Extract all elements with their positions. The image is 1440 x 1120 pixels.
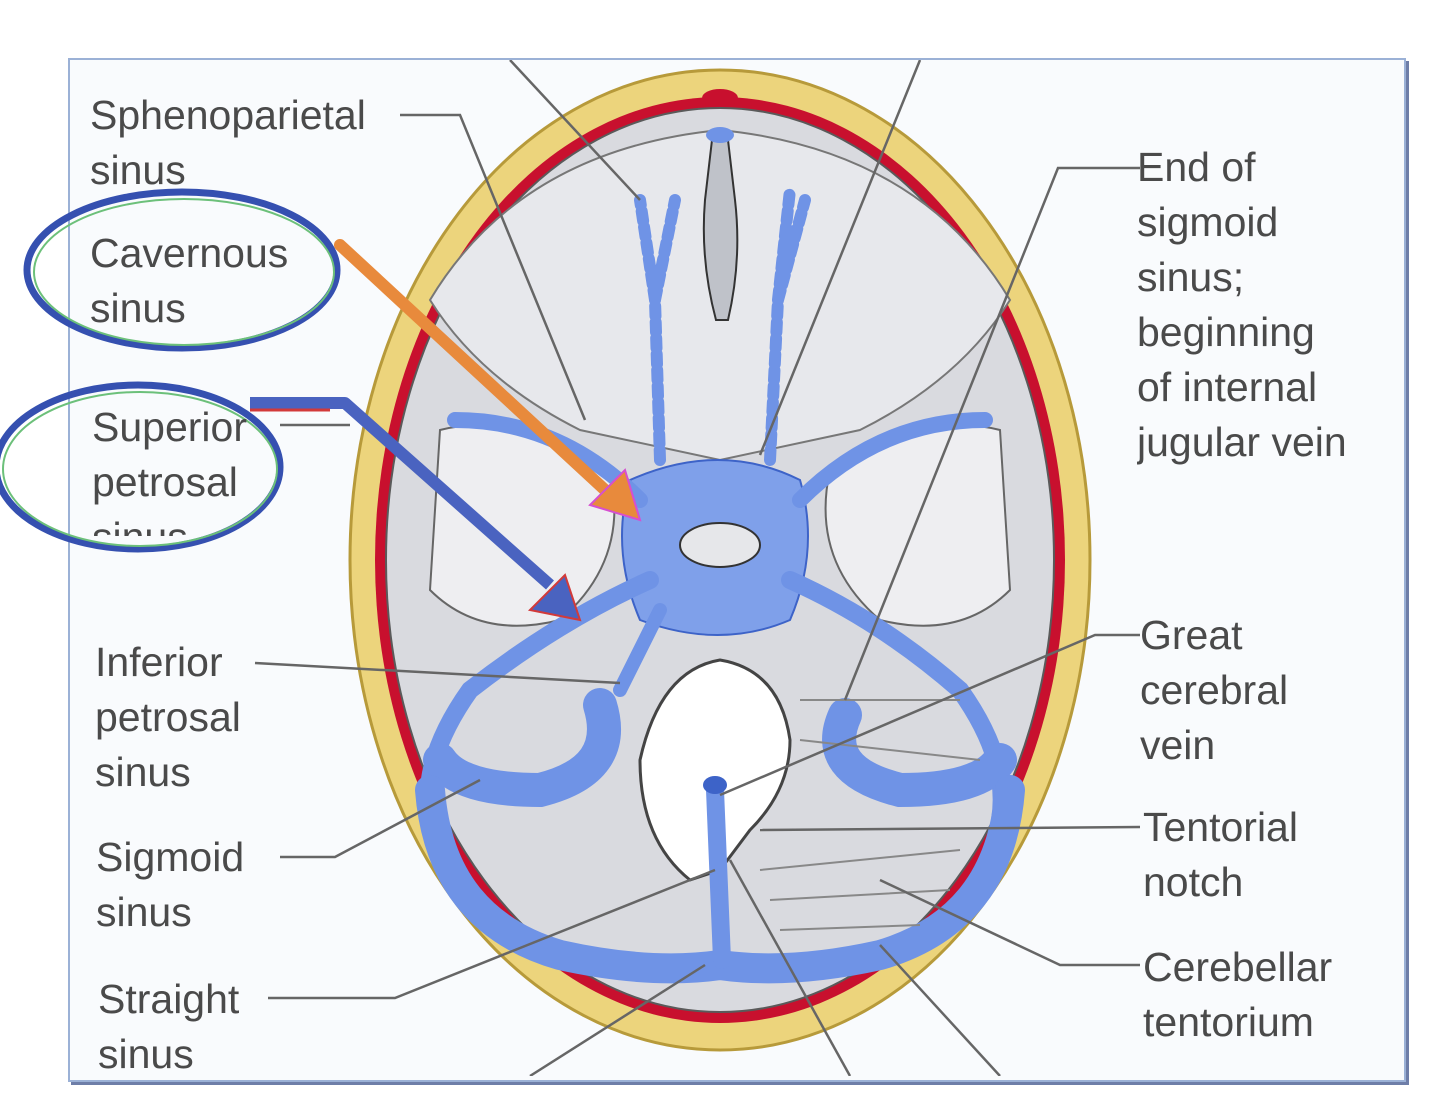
falx-cerebri: [702, 139, 739, 321]
label-straight-sinus: Straight sinus: [98, 976, 240, 1074]
sphenoparietal-sinus-right: [792, 412, 993, 508]
label-cavernous-sinus: Cavernous sinus: [90, 230, 289, 331]
superior-sagittal-sinus-blue: [706, 127, 734, 143]
highlight-circle-cavernous: [23, 188, 341, 352]
highlight-circle-superior-petrosal: [0, 381, 284, 553]
straight-sinus: [706, 781, 731, 969]
arrow-orange: [334, 239, 642, 522]
leader-lines: [254, 60, 1141, 1076]
label-end-of-sigmoid-sinus: End of sigmoid sinus; beginning of inter…: [1137, 144, 1347, 465]
superior-sagittal-sinus-top: [702, 89, 738, 107]
pituitary-fossa: [679, 522, 761, 568]
label-superior-petrosal-sinus: Superior petrosal sinus: [92, 404, 247, 536]
inferior-petrosal-sinus-left: [613, 603, 667, 697]
label-sigmoid-sinus: Sigmoid sinus: [96, 834, 245, 935]
label-cerebellar-tentorium: Cerebellar tentorium: [1143, 944, 1333, 1045]
highlight-circle-cavernous-inner: [33, 198, 335, 346]
label-great-cerebral-vein: Great cerebral vein: [1140, 612, 1289, 768]
anterior-vein-left: [634, 194, 681, 466]
arrow-blue: [250, 397, 582, 622]
tentorium-lines: [759, 699, 981, 931]
label-tentorial-notch: Tentorial notch: [1143, 804, 1298, 905]
great-cerebral-vein: [703, 776, 727, 794]
label-sphenoparietal-sinus: Sphenoparietal sinus: [90, 92, 366, 193]
anterior-vein-right: [764, 184, 811, 466]
sigmoid-sinus-left: [423, 688, 621, 808]
label-inferior-petrosal-sinus: Inferior petrosal sinus: [95, 639, 241, 795]
highlight-circle-superior-petrosal-inner: [2, 391, 278, 547]
